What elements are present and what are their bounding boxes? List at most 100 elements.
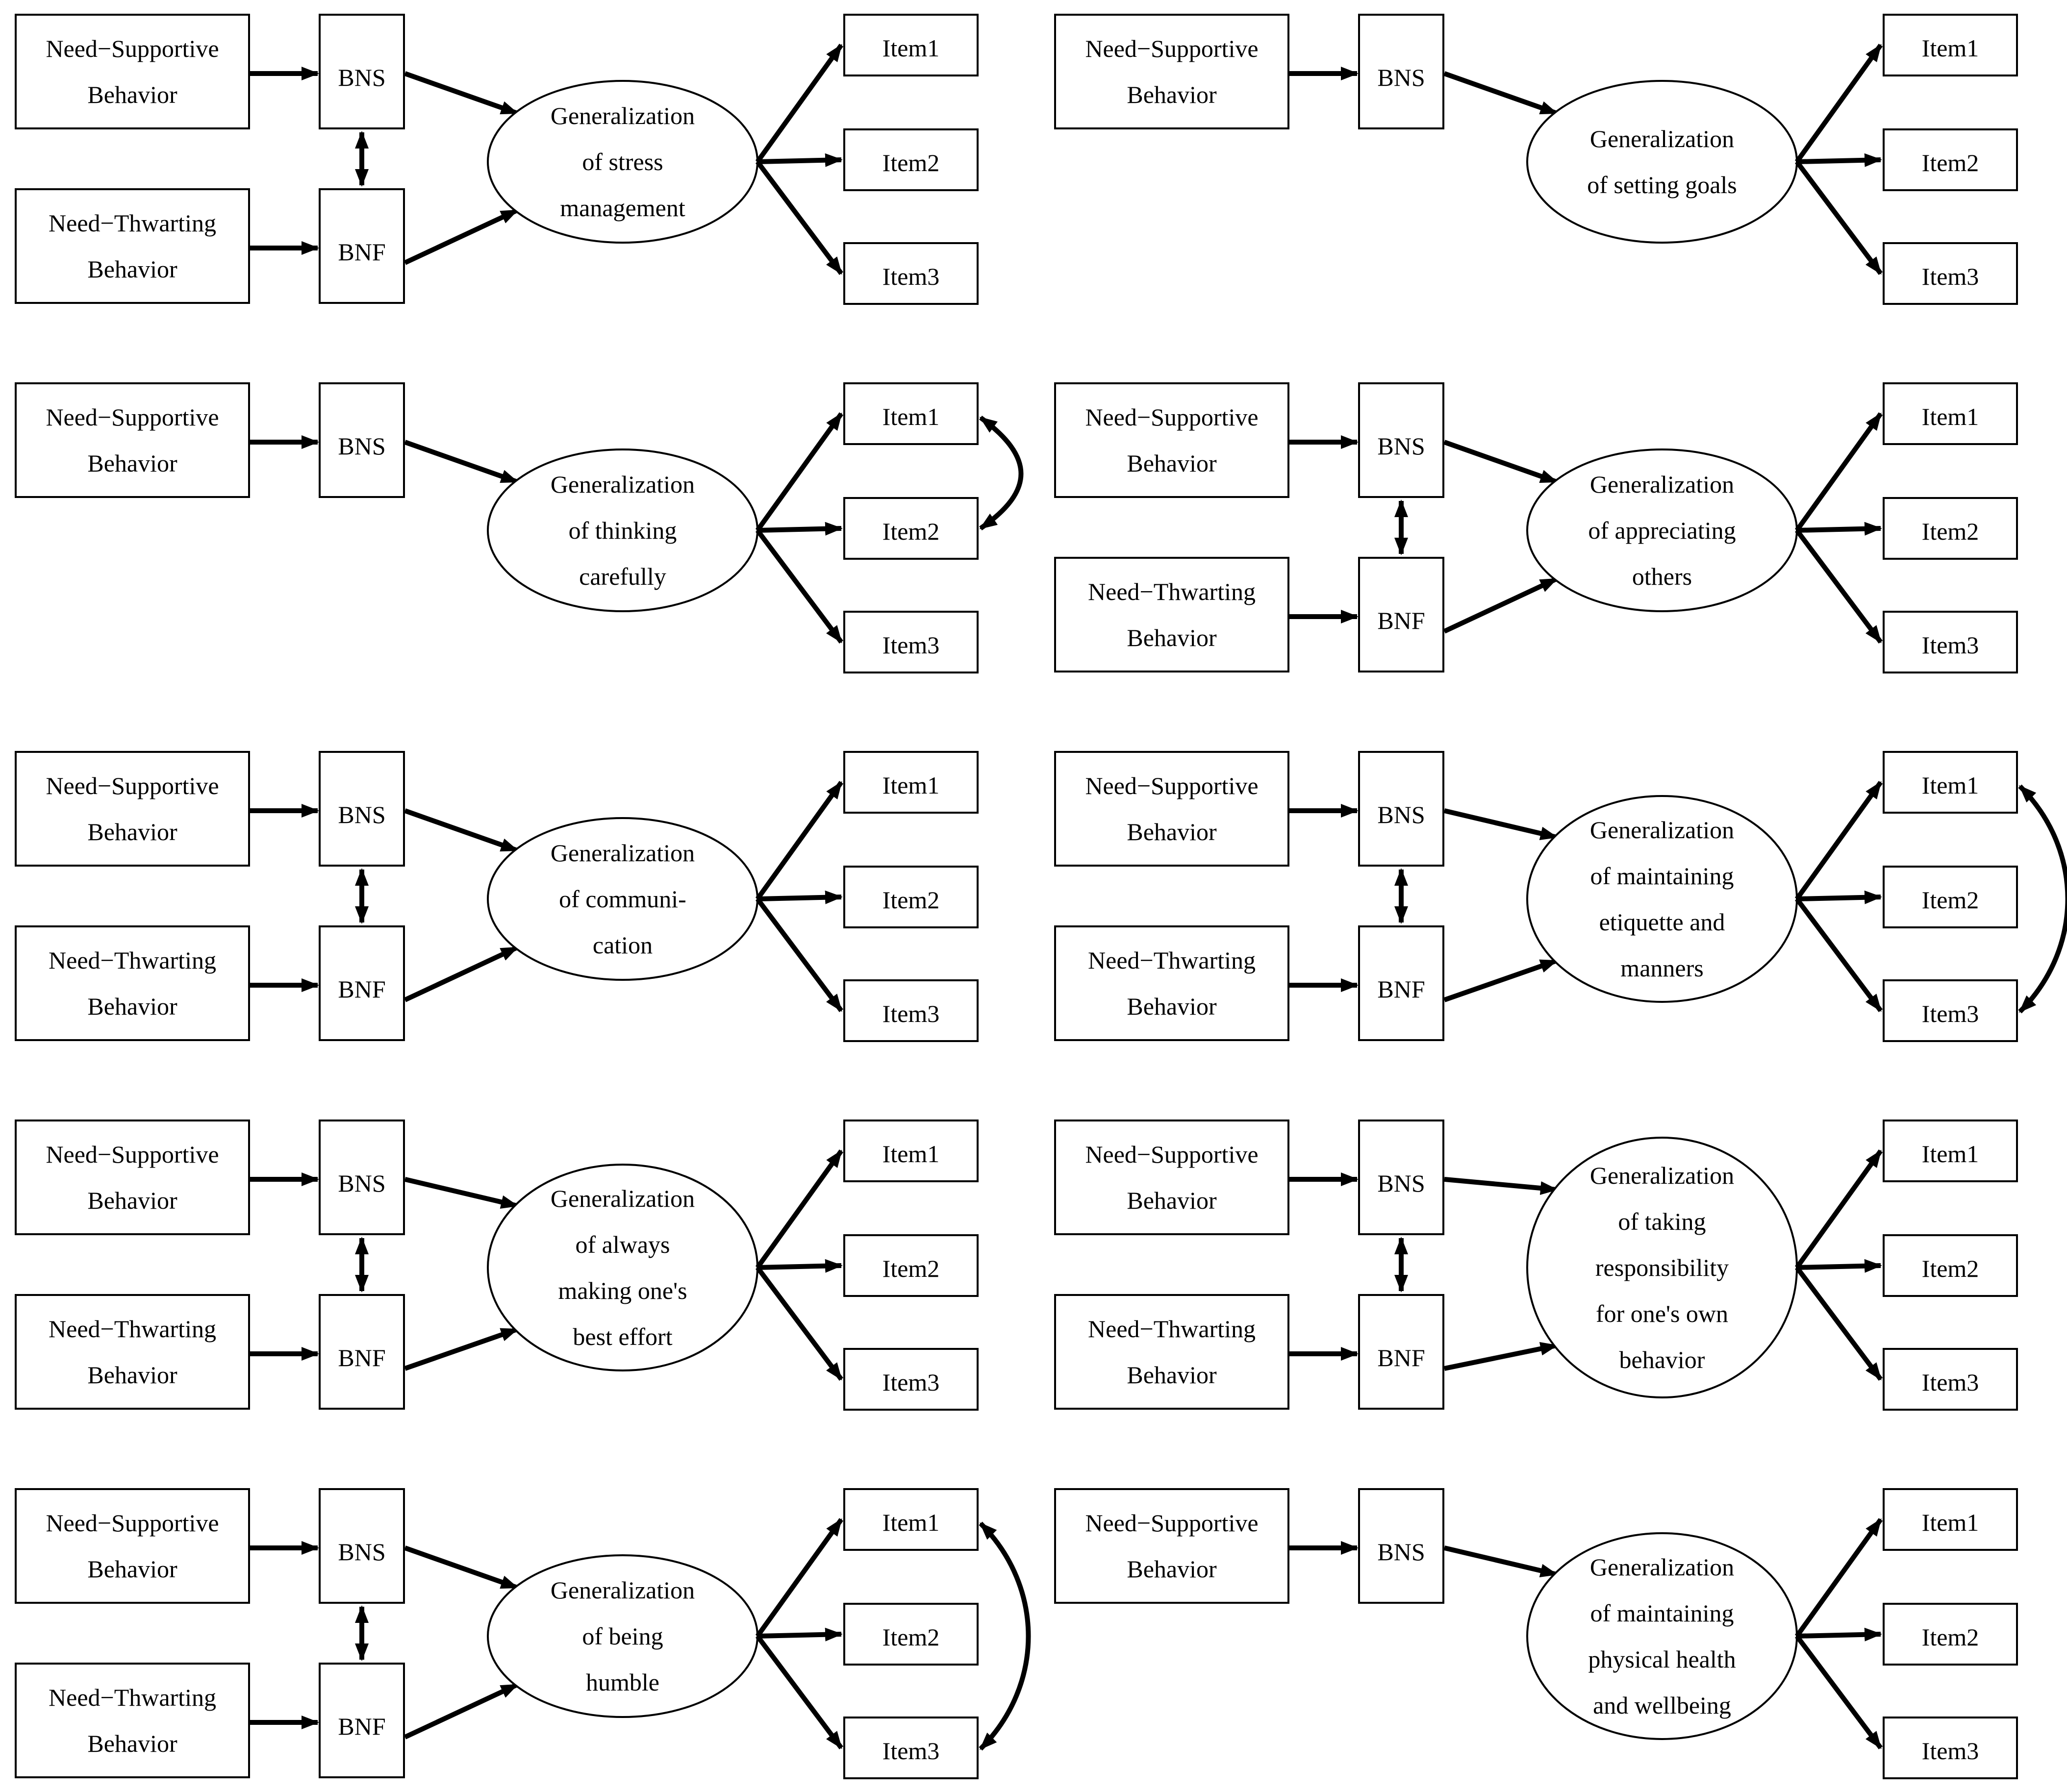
latent-factor-label-line-2: of always <box>576 1231 670 1258</box>
bns-label: BNS <box>338 801 385 828</box>
need-thwarting-label-line-2: Behavior <box>87 1730 177 1757</box>
loading-arrow-item1 <box>1794 412 1883 532</box>
need-supportive-behavior-box <box>1054 14 1289 129</box>
item2-label: Item2 <box>1922 1623 1979 1651</box>
latent-factor-label-line-1: Generalization <box>551 102 695 129</box>
item2-label: Item2 <box>882 886 940 914</box>
item3-label: Item3 <box>882 1000 940 1027</box>
bnf-box <box>319 1663 405 1778</box>
item1-label: Item1 <box>1922 1140 1979 1168</box>
bnf-label: BNF <box>1377 1344 1425 1371</box>
latent-factor-ellipse <box>1526 80 1798 244</box>
item1-box <box>843 751 979 814</box>
path-arrow-bns-to-latent <box>1443 71 1558 116</box>
latent-factor-label-line-2: of setting goals <box>1587 171 1737 199</box>
bns-label: BNS <box>1377 64 1425 91</box>
need-thwarting-behavior-box <box>15 188 250 304</box>
need-thwarting-label-line-2: Behavior <box>1127 993 1217 1020</box>
bnf-box <box>319 925 405 1041</box>
need-supportive-label-line-1: Need−Supportive <box>1085 1509 1258 1537</box>
loading-arrow-item2 <box>757 1627 843 1642</box>
loading-arrow-item2 <box>1796 522 1882 536</box>
item3-label: Item3 <box>1922 1737 1979 1765</box>
need-supportive-label-line-2: Behavior <box>1127 1555 1217 1583</box>
item2-box <box>1883 497 2018 560</box>
need-thwarting-label-line-1: Need−Thwarting <box>1088 578 1256 605</box>
item2-box <box>843 1603 979 1666</box>
need-supportive-label-line-1: Need−Supportive <box>46 1509 219 1537</box>
item2-label: Item2 <box>1922 886 1979 914</box>
item1-label: Item1 <box>1922 403 1979 430</box>
item1-label: Item1 <box>1922 34 1979 62</box>
need-supportive-label-line-1: Need−Supportive <box>46 772 219 799</box>
latent-factor-label-line-2: of appreciating <box>1588 517 1736 544</box>
need-thwarting-behavior-box <box>15 1663 250 1778</box>
bns-box <box>319 751 405 867</box>
item2-label: Item2 <box>882 1623 940 1651</box>
path-arrow-bns-to-latent <box>404 1545 519 1590</box>
item3-box <box>1883 242 2018 305</box>
need-supportive-behavior-box <box>15 1488 250 1604</box>
bns-box <box>319 382 405 498</box>
latent-factor-label-line-1: Generalization <box>1590 1162 1734 1189</box>
item1-label: Item1 <box>1922 772 1979 799</box>
loading-arrow-item1 <box>755 1149 844 1269</box>
bns-label: BNS <box>1377 432 1425 460</box>
need-supportive-behavior-box <box>15 382 250 498</box>
item2-box <box>1883 1603 2018 1666</box>
item2-label: Item2 <box>1922 149 1979 176</box>
need-supportive-label-line-1: Need−Supportive <box>46 1141 219 1168</box>
need-supportive-behavior-box <box>1054 751 1289 867</box>
path-arrow-bns-to-latent <box>1443 808 1558 841</box>
bnf-label: BNF <box>338 1713 385 1740</box>
item1-label: Item1 <box>882 772 940 799</box>
bns-label: BNS <box>1377 801 1425 828</box>
covariance-arrow-item1-item2 <box>979 415 1024 531</box>
item3-label: Item3 <box>882 1369 940 1396</box>
path-arrow-bnf-to-latent <box>403 945 519 1002</box>
bns-box <box>1358 751 1444 867</box>
bns-label: BNS <box>338 432 385 460</box>
item2-label: Item2 <box>882 1255 940 1282</box>
panel-communication: Need−SupportiveBehaviorBNSNeed−Thwarting… <box>15 751 979 1042</box>
path-arrow-bnf-to-latent <box>403 208 519 265</box>
loading-arrow-item1 <box>755 44 844 163</box>
need-supportive-label-line-2: Behavior <box>1127 1187 1217 1214</box>
bns-label: BNS <box>338 64 385 91</box>
item2-label: Item2 <box>882 149 940 176</box>
bnf-label: BNF <box>1377 975 1425 1003</box>
need-supportive-behavior-box <box>15 1120 250 1235</box>
item3-box <box>1883 979 2018 1042</box>
item3-box <box>843 242 979 305</box>
need-thwarting-behavior-box <box>15 1294 250 1410</box>
item1-label: Item1 <box>882 34 940 62</box>
need-supportive-behavior-box <box>1054 1488 1289 1604</box>
latent-factor-label-line-1: Generalization <box>1590 125 1734 152</box>
need-supportive-label-line-2: Behavior <box>87 1187 177 1214</box>
loading-arrow-item3 <box>1795 529 1883 644</box>
latent-factor-label-line-1: Generalization <box>551 1185 695 1212</box>
loading-arrow-item2 <box>1796 153 1882 167</box>
latent-factor-label-line-5: behavior <box>1619 1346 1705 1373</box>
need-supportive-label-line-2: Behavior <box>87 1555 177 1583</box>
need-supportive-behavior-box <box>15 751 250 867</box>
need-thwarting-label-line-2: Behavior <box>87 1361 177 1389</box>
panel-taking-responsibility: Need−SupportiveBehaviorBNSNeed−Thwarting… <box>1054 1120 2018 1411</box>
item2-box <box>843 497 979 560</box>
bns-label: BNS <box>1377 1170 1425 1197</box>
item3-label: Item3 <box>882 263 940 290</box>
latent-factor-label-line-3: management <box>560 194 685 222</box>
latent-factor-label-line-1: Generalization <box>551 1576 695 1604</box>
loading-arrow-item3 <box>1795 897 1883 1012</box>
need-supportive-label-line-2: Behavior <box>1127 81 1217 108</box>
path-arrow-bnf-to-latent <box>1443 1342 1558 1371</box>
bns-box <box>319 1120 405 1235</box>
loading-arrow-item2 <box>757 890 843 904</box>
item3-label: Item3 <box>1922 631 1979 659</box>
item1-box <box>843 382 979 445</box>
item3-box <box>843 979 979 1042</box>
bns-box <box>1358 1488 1444 1604</box>
item1-label: Item1 <box>1922 1509 1979 1536</box>
need-supportive-label-line-1: Need−Supportive <box>1085 772 1258 799</box>
